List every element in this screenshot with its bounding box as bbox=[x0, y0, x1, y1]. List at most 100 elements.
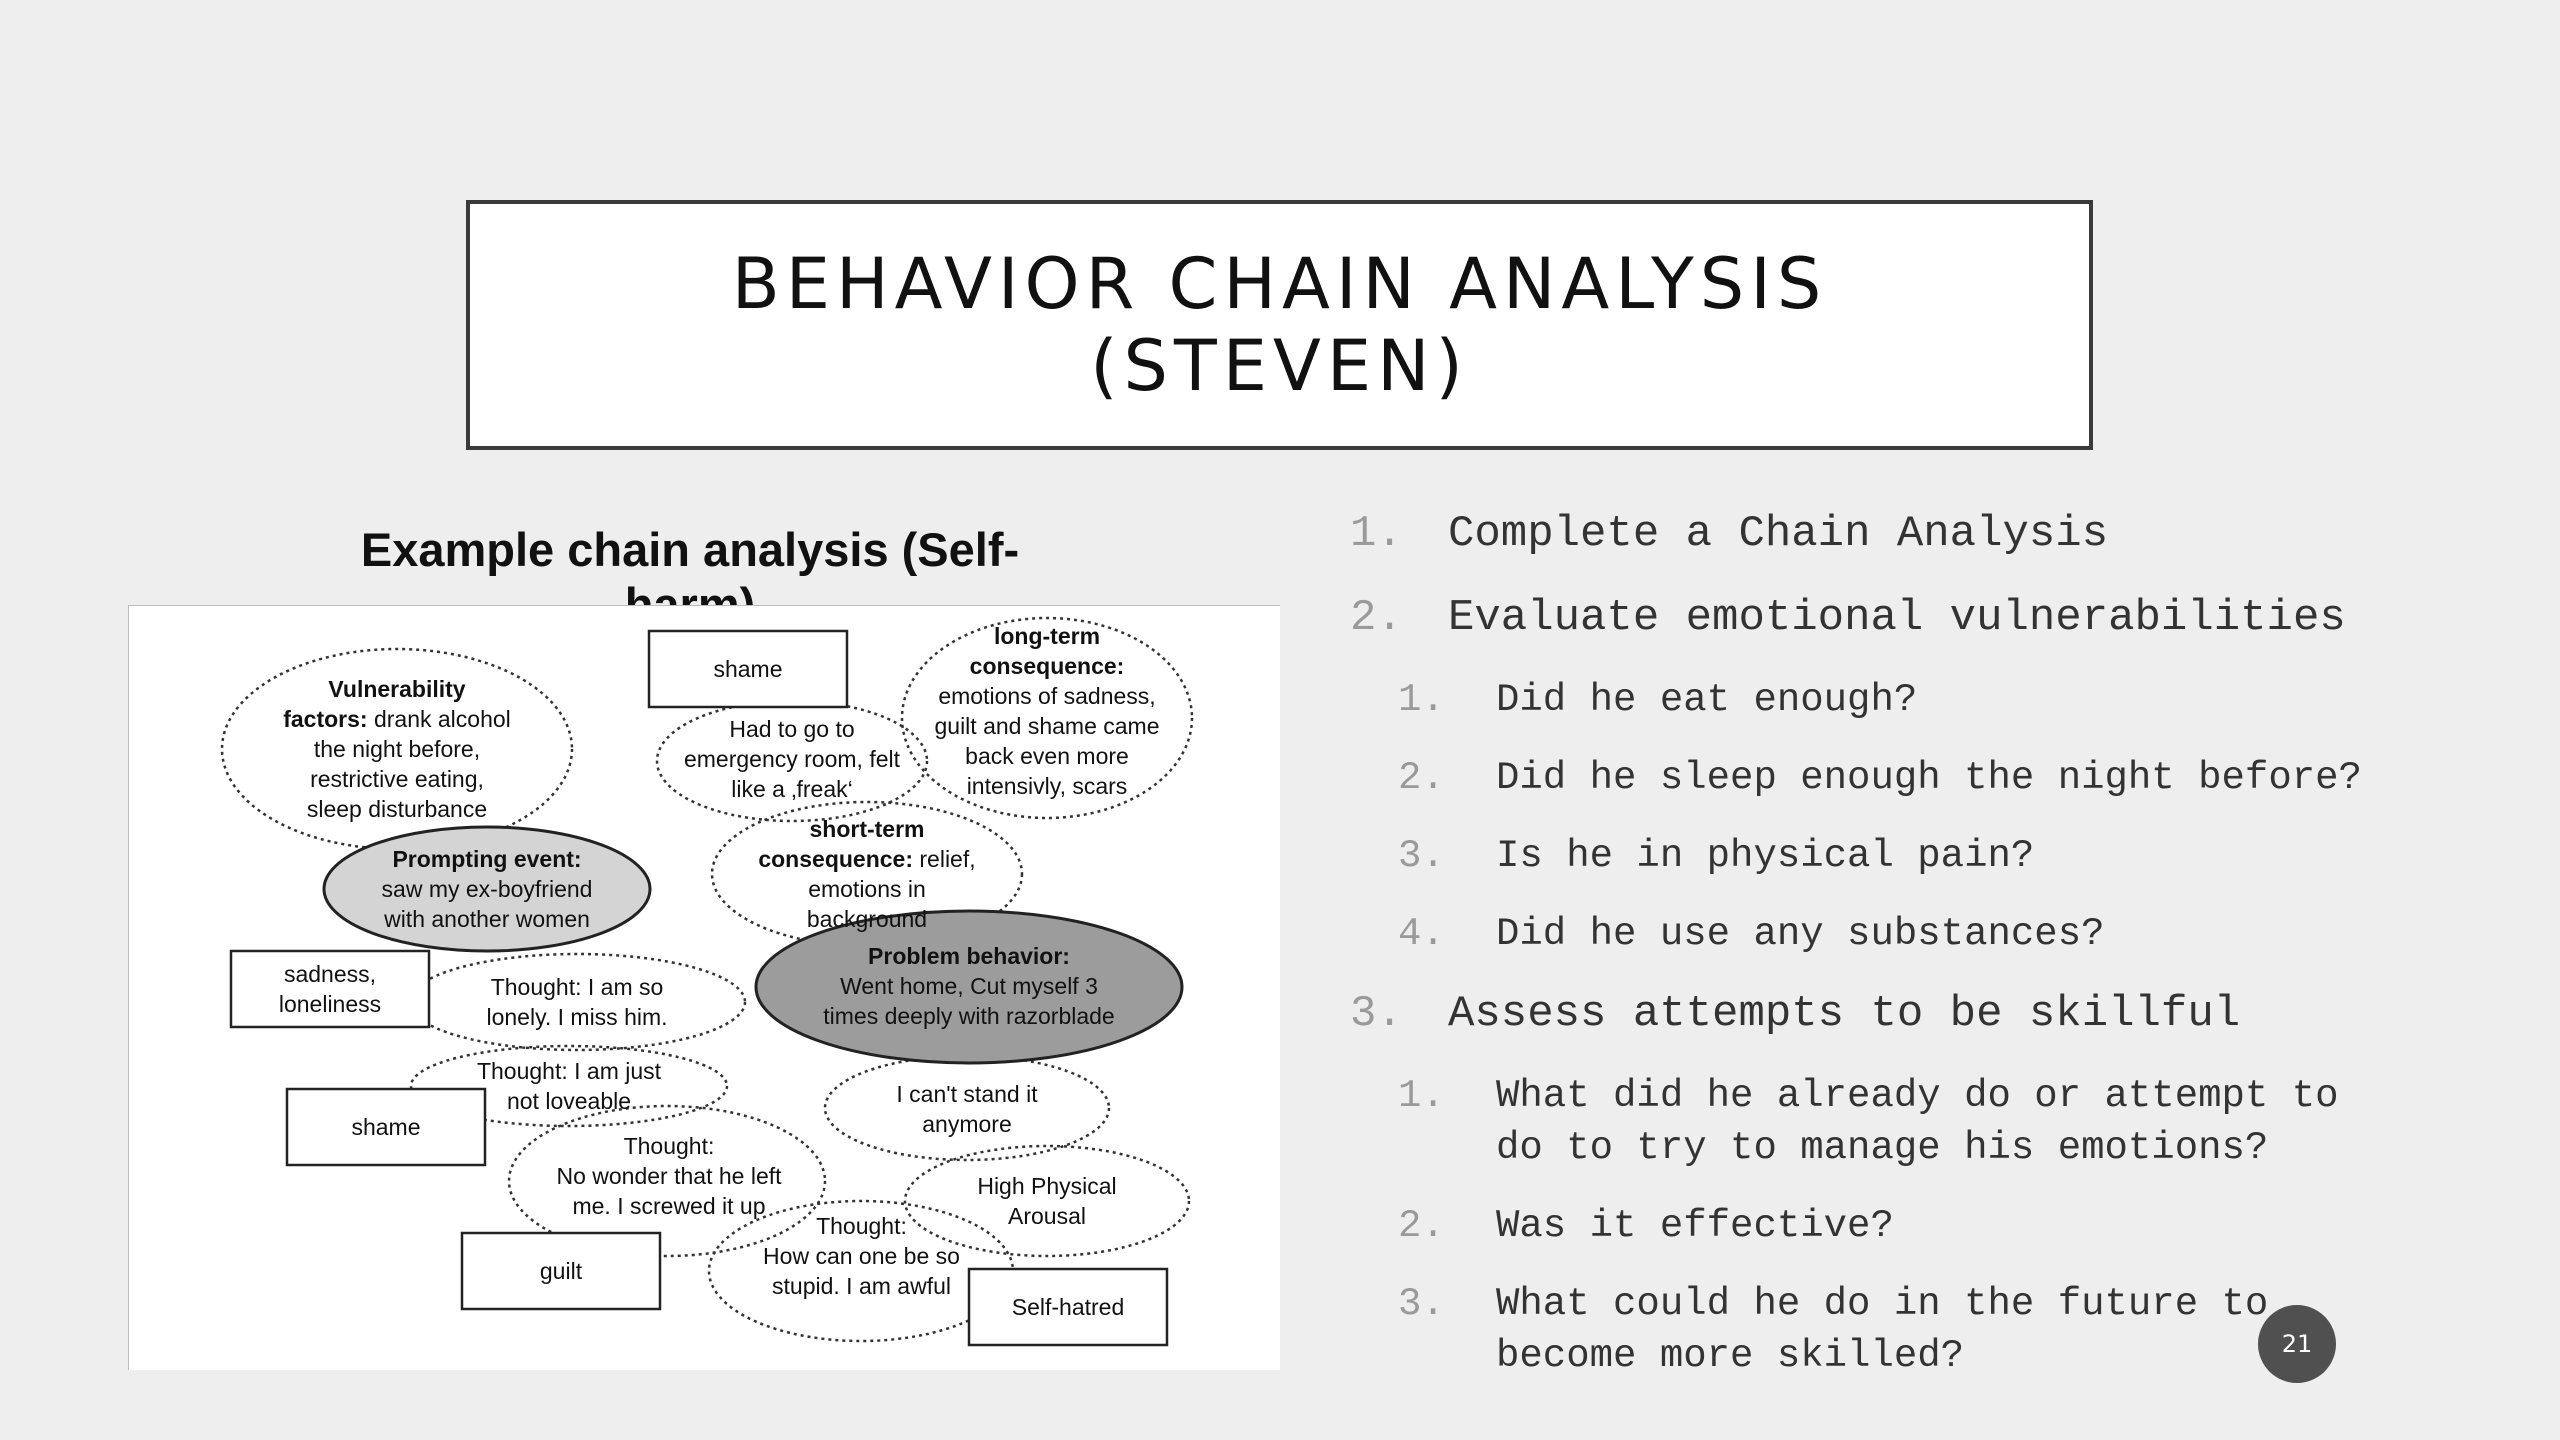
long-term-text-2: guilt and shame came bbox=[934, 713, 1160, 739]
shame-top-node: shame bbox=[649, 631, 847, 707]
cant-stand-text-2: anymore bbox=[922, 1111, 1012, 1137]
guilt-node: guilt bbox=[462, 1233, 660, 1309]
list-text: Complete a Chain Analysis bbox=[1448, 509, 2109, 559]
vulnerability-text-3: restrictive eating, bbox=[310, 766, 484, 792]
short-term-text-2: emotions in bbox=[808, 875, 926, 902]
short-term-bold-2: consequence: bbox=[758, 845, 913, 872]
problem-text-1: Went home, Cut myself 3 bbox=[840, 973, 1098, 999]
thought-loveable-text-2: not loveable bbox=[506, 1088, 632, 1114]
problem-node: Problem behavior: Went home, Cut myself … bbox=[756, 936, 1182, 1036]
prompting-text-1: saw my ex-boyfriend bbox=[381, 876, 593, 902]
shame-top-box bbox=[647, 629, 849, 709]
prompting-bold: Prompting event: bbox=[392, 846, 582, 872]
long-term-node: long-term consequence: emotions of sadne… bbox=[907, 616, 1187, 806]
list-number: 3. bbox=[1350, 989, 1403, 1039]
shame-mid-text: shame bbox=[351, 1114, 421, 1140]
list-item: 1. Complete a Chain Analysis bbox=[1350, 508, 2108, 560]
self-hatred-node: Self-hatred bbox=[969, 1269, 1167, 1345]
sadness-node: sadness, loneliness bbox=[231, 951, 429, 1027]
vulnerability-text-2: the night before, bbox=[313, 736, 481, 762]
emergency-text-3: like a ‚freak‘ bbox=[731, 775, 853, 802]
list-text: Was it effective? bbox=[1496, 1204, 1894, 1248]
chain-analysis-diagram: Vulnerability factors: drank alcohol the… bbox=[128, 605, 1280, 1370]
long-term-text-4: intensivly, scars bbox=[966, 773, 1128, 799]
list-number: 2. bbox=[1398, 756, 1445, 800]
list-text: Did he use any substances? bbox=[1496, 912, 2105, 956]
list-item: 1. Did he eat enough? bbox=[1398, 674, 1917, 726]
list-number: 4. bbox=[1398, 912, 1445, 956]
long-term-bold-1: long-term bbox=[993, 623, 1101, 649]
list-item: 1. What did he already do or attempt to … bbox=[1398, 1070, 2339, 1174]
thought-stupid-node: Thought: How can one be so stupid. I am … bbox=[719, 1206, 1004, 1306]
list-number: 2. bbox=[1398, 1204, 1445, 1248]
arousal-ellipse bbox=[903, 1144, 1191, 1258]
arousal-text-1: High Physical bbox=[977, 1173, 1117, 1199]
cant-stand-ellipse bbox=[823, 1054, 1111, 1162]
figure-title: Example chain analysis (Self-harm) bbox=[360, 523, 1020, 631]
list-text: Did he sleep enough the night before? bbox=[1496, 756, 2362, 800]
emergency-text-1: Had to go to bbox=[729, 715, 855, 742]
short-term-text-3: background bbox=[806, 905, 928, 932]
list-item: 3. What could he do in the future to bec… bbox=[1398, 1278, 2268, 1382]
page-number-badge: 21 bbox=[2258, 1305, 2336, 1383]
vulnerability-bold-2: factors: bbox=[283, 706, 368, 732]
list-item: 2. Was it effective? bbox=[1398, 1200, 1894, 1252]
list-number: 1. bbox=[1350, 509, 1403, 559]
vulnerability-node: Vulnerability factors: drank alcohol the… bbox=[222, 669, 572, 829]
long-term-text-1: emotions of sadness, bbox=[938, 683, 1156, 709]
long-term-text-3: back even more bbox=[965, 743, 1129, 769]
list-number: 1. bbox=[1398, 678, 1445, 722]
list-text-line-2: become more skilled? bbox=[1496, 1334, 1965, 1378]
shame-mid-box bbox=[285, 1087, 487, 1167]
prompting-ellipse bbox=[322, 825, 652, 953]
guilt-text: guilt bbox=[539, 1258, 583, 1284]
vulnerability-text-4: sleep disturbance bbox=[306, 796, 488, 822]
list-item: 3. Is he in physical pain? bbox=[1398, 830, 2034, 882]
slide-title-box: BEHAVIOR CHAIN ANALYSIS (STEVEN) bbox=[466, 200, 2093, 450]
prompting-text-2: with another women bbox=[384, 906, 590, 932]
shame-mid-node: shame bbox=[287, 1089, 485, 1165]
shame-top-text: shame bbox=[713, 656, 783, 682]
list-text-line-2: do to try to manage his emotions? bbox=[1496, 1126, 2269, 1170]
short-term-bold-1: short-term bbox=[809, 815, 925, 842]
sadness-text-1: sadness, bbox=[283, 961, 377, 987]
arousal-text-2: Arousal bbox=[1008, 1203, 1086, 1229]
sadness-text-2: loneliness bbox=[278, 991, 382, 1017]
thought-lonely-text-2: lonely. I miss him. bbox=[486, 1004, 668, 1030]
thought-loveable-node: Thought: I am just not loveable bbox=[419, 1053, 719, 1119]
thought-stupid-text-3: stupid. I am awful bbox=[772, 1273, 951, 1299]
long-term-ellipse bbox=[900, 616, 1194, 820]
list-text: Is he in physical pain? bbox=[1496, 834, 2035, 878]
prompting-node: Prompting event: saw my ex-boyfriend wit… bbox=[324, 839, 650, 939]
list-item: 3. Assess attempts to be skillful bbox=[1350, 988, 2240, 1040]
list-item: 2. Did he sleep enough the night before? bbox=[1398, 752, 2362, 804]
short-term-node: short-term consequence: relief, emotions… bbox=[712, 811, 1022, 936]
thought-wonder-node: Thought: No wonder that he left me. I sc… bbox=[514, 1126, 824, 1226]
vulnerability-text-1: drank alcohol bbox=[373, 706, 511, 732]
slide-title-line-2: (STEVEN) bbox=[1090, 325, 1469, 407]
thought-stupid-text-2: How can one be so bbox=[763, 1243, 960, 1269]
cant-stand-node: I can't stand it anymore bbox=[829, 1076, 1105, 1142]
list-text: Did he eat enough? bbox=[1496, 678, 1918, 722]
guilt-box bbox=[460, 1231, 662, 1311]
list-number: 3. bbox=[1398, 834, 1445, 878]
list-number: 2. bbox=[1350, 593, 1403, 643]
vulnerability-bold: Vulnerability bbox=[328, 676, 466, 702]
cant-stand-text-1: I can't stand it bbox=[896, 1081, 1038, 1107]
emergency-text-2: emergency room, felt bbox=[683, 745, 901, 772]
thought-loveable-text-1: Thought: I am just bbox=[476, 1058, 662, 1084]
list-item: 2. Evaluate emotional vulnerabilities bbox=[1350, 592, 2346, 644]
problem-text-2: times deeply with razorblade bbox=[823, 1003, 1115, 1029]
diagram-shapes bbox=[220, 616, 1194, 1347]
thought-wonder-ellipse bbox=[507, 1104, 827, 1258]
problem-bold: Problem behavior: bbox=[868, 943, 1070, 969]
problem-ellipse bbox=[754, 909, 1184, 1065]
thought-wonder-text-1: Thought: bbox=[623, 1133, 715, 1159]
thought-wonder-text-2: No wonder that he left bbox=[556, 1163, 782, 1189]
slide-title-line-1: BEHAVIOR CHAIN ANALYSIS bbox=[731, 243, 1828, 325]
list-item: 4. Did he use any substances? bbox=[1398, 908, 2105, 960]
short-term-text-1: relief, bbox=[919, 845, 976, 872]
self-hatred-box bbox=[967, 1267, 1169, 1347]
list-text-line-1: What could he do in the future to bbox=[1496, 1282, 2269, 1326]
list-number: 3. bbox=[1398, 1282, 1445, 1326]
